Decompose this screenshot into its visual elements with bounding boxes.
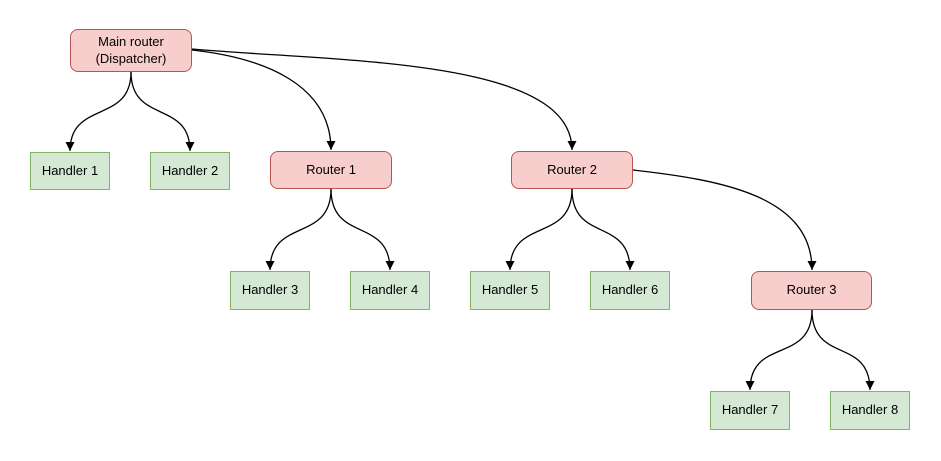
node-handler-3: Handler 3 bbox=[230, 271, 310, 310]
node-handler-2: Handler 2 bbox=[150, 152, 230, 190]
node-router-2: Router 2 bbox=[511, 151, 633, 189]
edge-router-2-to-handler-6 bbox=[571, 188, 635, 271]
node-handler-1: Handler 1 bbox=[30, 152, 110, 190]
edge-main-router-to-router-2 bbox=[191, 48, 577, 151]
edge-main-router-to-handler-1 bbox=[65, 71, 132, 152]
node-handler-8: Handler 8 bbox=[830, 391, 910, 430]
edge-router-2-to-router-3 bbox=[632, 169, 817, 271]
edge-router-2-to-handler-5 bbox=[505, 188, 573, 271]
node-handler-7: Handler 7 bbox=[710, 391, 790, 430]
node-main-router-dispatcher: Main router (Dispatcher) bbox=[70, 29, 192, 72]
node-handler-4: Handler 4 bbox=[350, 271, 430, 310]
node-handler-5: Handler 5 bbox=[470, 271, 550, 310]
node-router-3: Router 3 bbox=[751, 271, 872, 310]
edge-router-1-to-handler-4 bbox=[330, 188, 395, 271]
node-handler-6: Handler 6 bbox=[590, 271, 670, 310]
edge-router-3-to-handler-8 bbox=[811, 309, 875, 391]
edge-main-router-to-router-1 bbox=[191, 49, 336, 151]
node-router-1: Router 1 bbox=[270, 151, 392, 189]
edge-router-3-to-handler-7 bbox=[745, 309, 813, 391]
edge-router-1-to-handler-3 bbox=[265, 188, 332, 271]
edge-main-router-to-handler-2 bbox=[130, 71, 195, 152]
